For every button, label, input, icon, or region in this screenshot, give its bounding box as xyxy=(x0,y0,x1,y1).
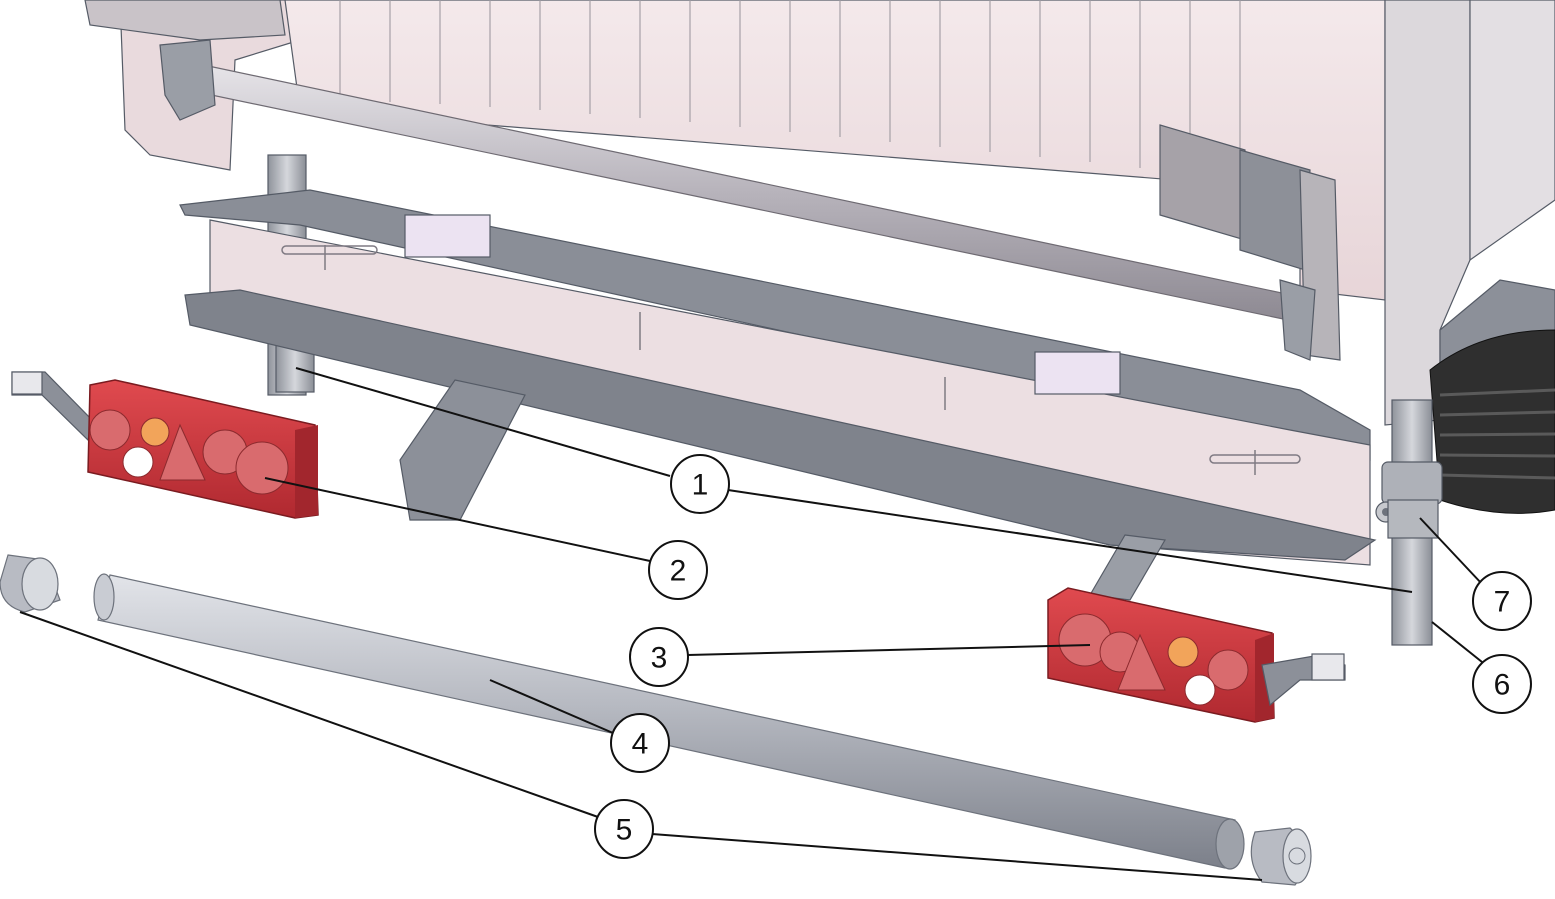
callout-5: 5 xyxy=(594,799,654,859)
callout-4: 4 xyxy=(610,713,670,773)
mounting-slots xyxy=(281,245,1301,475)
leader-3 xyxy=(687,644,1091,656)
leader-4 xyxy=(489,679,614,734)
right-end-cap xyxy=(1250,827,1312,886)
left-under-bracket xyxy=(399,379,526,521)
callout-6-label: 6 xyxy=(1494,669,1511,702)
leader-5b xyxy=(651,833,1263,881)
callout-3-label: 3 xyxy=(651,642,668,675)
leader-5a xyxy=(19,611,599,818)
left-rod-bracket xyxy=(159,39,216,121)
left-end-cap xyxy=(0,554,61,613)
bumper-bottom-flange xyxy=(184,289,1377,561)
leader-1b xyxy=(727,489,1413,593)
callout-5-label: 5 xyxy=(616,814,633,847)
leader-1a xyxy=(295,367,671,477)
left-rear-lamp xyxy=(11,371,319,519)
callout-7-label: 7 xyxy=(1494,586,1511,619)
right-rear-lamp xyxy=(1047,587,1346,723)
callout-3: 3 xyxy=(629,627,689,687)
left-hinge-plate xyxy=(84,0,286,41)
tire xyxy=(1429,329,1555,514)
leader-2 xyxy=(264,477,651,562)
callout-2: 2 xyxy=(648,540,708,600)
right-side-wall xyxy=(1469,0,1555,262)
callout-7: 7 xyxy=(1472,571,1532,631)
callout-2-label: 2 xyxy=(670,555,687,588)
callout-4-label: 4 xyxy=(632,728,649,761)
left-plate-light xyxy=(404,214,491,258)
post-clamp xyxy=(1375,461,1443,539)
right-plate-light xyxy=(1034,351,1121,395)
callout-6: 6 xyxy=(1472,654,1532,714)
door-ribs xyxy=(339,0,1241,182)
leader-7 xyxy=(1419,517,1483,585)
trailer-body xyxy=(84,0,1555,514)
right-under-bracket xyxy=(1089,534,1166,601)
leader-lines xyxy=(19,367,1483,881)
leader-6 xyxy=(1431,621,1483,663)
underrun-tube xyxy=(93,573,1245,870)
bumper-assembly xyxy=(179,154,1443,646)
callout-1: 1 xyxy=(670,454,730,514)
callout-1-label: 1 xyxy=(692,469,709,502)
door-lock-latch xyxy=(1159,124,1341,361)
